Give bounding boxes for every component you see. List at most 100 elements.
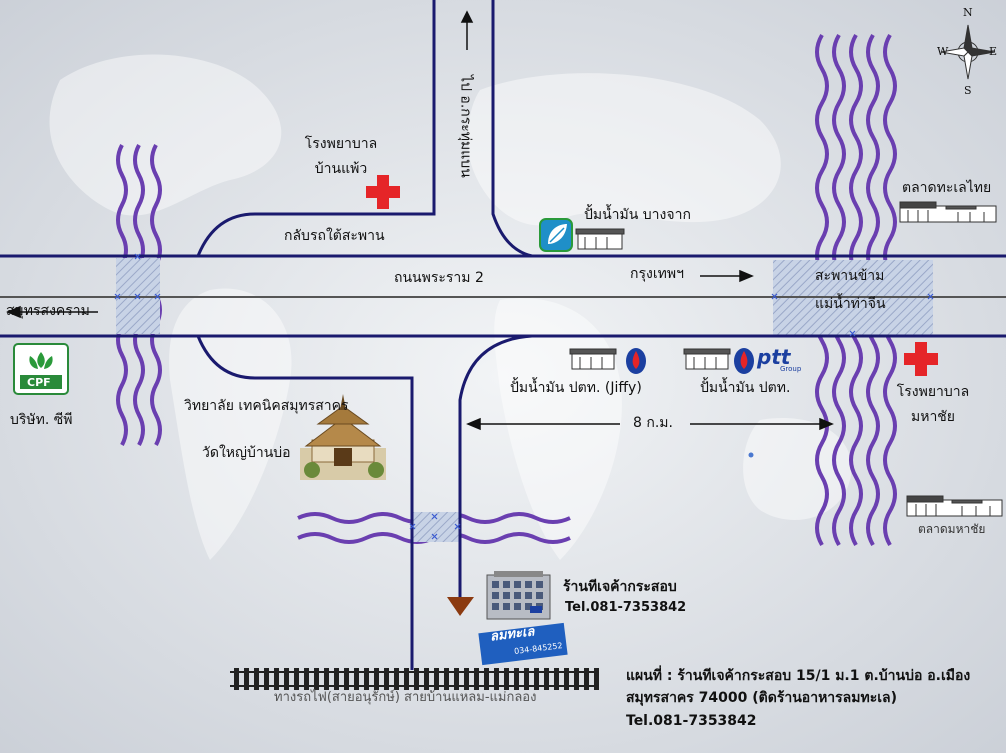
railway-tie: [474, 668, 479, 690]
footer-address-line2: สมุทรสาคร 74000 (ติดร้านอาหารลมทะเล): [626, 690, 897, 706]
shop-window: [492, 592, 499, 599]
shop-window: [525, 592, 532, 599]
railway-tie: [554, 668, 559, 690]
railway-tie: [344, 668, 349, 690]
market-building-icon: [906, 495, 1003, 517]
shop-window: [525, 603, 532, 610]
railway-tie: [504, 668, 509, 690]
railway-tie: [544, 668, 549, 690]
direction-label-bangkok: กรุงเทพฯ: [630, 266, 684, 282]
shop-name: ร้านทีเจค้ากระสอบ: [563, 579, 677, 595]
distance-label: 8 ก.ม.: [633, 415, 673, 431]
railway-tie: [294, 668, 299, 690]
railway-tie: [444, 668, 449, 690]
railway-tie: [414, 668, 419, 690]
shop-window: [514, 603, 521, 610]
shop-building-icon: [486, 571, 551, 620]
railway: [230, 668, 599, 690]
railway-tie: [314, 668, 319, 690]
railway-tie: [234, 668, 239, 690]
shop-tel: Tel.081-7353842: [565, 600, 687, 615]
shop-window: [492, 581, 499, 588]
shop-window: [514, 592, 521, 599]
railway-tie: [594, 668, 599, 690]
thai-seafood-market-label: ตลาดทะเลไทย: [902, 180, 992, 196]
railway-tie: [494, 668, 499, 690]
railway-tie: [454, 668, 459, 690]
gas-ptt-jiffy-label: ปั้มน้ำมัน ปตท. (Jiffy): [510, 380, 642, 396]
direction-label-krathum-baen: ไป อ.กระทุ่มแบน: [457, 75, 474, 178]
hospital-ban-phaeo-line1: โรงพยาบาล: [304, 136, 378, 152]
direction-label-samut-songkhram: สมุทรสงคราม: [6, 303, 90, 319]
bridge-label-line1: สะพานข้าม: [815, 268, 885, 284]
railway-tie: [304, 668, 309, 690]
shop-window: [536, 592, 543, 599]
gas-station-building-icon: [575, 228, 625, 250]
railway-tie: [284, 668, 289, 690]
hospital-ban-phaeo-line2: บ้านแพ้ว: [314, 160, 368, 177]
hospital-mahachai-label: โรงพยาบาล มหาชัย: [894, 384, 972, 426]
railway-tie: [334, 668, 339, 690]
railway-tie: [434, 668, 439, 690]
ptt-flame-logo-icon: [626, 348, 646, 374]
railway-tie: [354, 668, 359, 690]
mahachai-market-label: ตลาดมหาชัย: [918, 522, 986, 536]
railway-tie: [384, 668, 389, 690]
compass-west: W: [937, 45, 949, 58]
shop-window: [503, 603, 510, 610]
gas-station-building-icon: [569, 348, 617, 370]
compass-south: S: [964, 84, 972, 97]
shop-window: [503, 592, 510, 599]
gas-ptt-label: ปั้มน้ำมัน ปตท.: [700, 380, 791, 396]
direction-arrows: [6, 10, 834, 431]
bridge-canal-hatch: [412, 512, 460, 542]
hospital-icon: [904, 342, 938, 376]
ptt-logo-subtext: Group: [780, 365, 802, 373]
railway-tie: [564, 668, 569, 690]
railway-tie: [534, 668, 539, 690]
hospital-icon: [366, 175, 400, 209]
shop-window: [525, 581, 532, 588]
compass-east: E: [989, 45, 998, 58]
technical-college-label: วิทยาลัย เทคนิคสมุทรสาคร: [184, 398, 349, 414]
railway-tie: [274, 668, 279, 690]
market-building-icon: [899, 201, 997, 223]
railway-tie: [364, 668, 369, 690]
railway-tie: [524, 668, 529, 690]
hospital-ban-phaeo-label: โรงพยาบาล บ้านแพ้ว: [296, 136, 386, 178]
railway-tie: [424, 668, 429, 690]
wat-yai-ban-bo-label: วัดใหญ่บ้านบ่อ: [202, 445, 291, 461]
railway-tie: [374, 668, 379, 690]
railway-label: ทางรถไฟ(สายอนุรักษ์) สายบ้านแหลม-แม่กลอง: [274, 690, 537, 705]
gas-bangchak-label: ปั้มน้ำมัน บางจาก: [584, 207, 691, 223]
railway-tie: [324, 668, 329, 690]
compass-icon: [940, 24, 996, 80]
bangchak-logo-icon: [539, 218, 573, 252]
hospital-mahachai-line2: มหาชัย: [910, 408, 956, 425]
railway-tie: [404, 668, 409, 690]
roads: [0, 0, 1006, 670]
cpf-logo-text: CPF: [27, 376, 51, 389]
footer-tel: Tel.081-7353842: [626, 713, 757, 729]
gas-station-building-icon: [683, 348, 731, 370]
ptt-logo-text: ptt: [757, 345, 791, 369]
cpf-company-label: บริษัท. ซีพี: [10, 412, 73, 428]
railway-tie: [264, 668, 269, 690]
ptt-flame-logo-icon: [734, 348, 754, 374]
railway-tie: [464, 668, 469, 690]
railway-tie: [514, 668, 519, 690]
railway-tie: [394, 668, 399, 690]
shop-window: [492, 603, 499, 610]
railway-tie: [244, 668, 249, 690]
road-label-rama2: ถนนพระราม 2: [394, 270, 484, 286]
bridge-markers: [114, 253, 934, 540]
shop-window: [536, 581, 543, 588]
cpf-logo-icon: [13, 343, 69, 395]
footer-address-line1: แผนที่ : ร้านทีเจค้ากระสอบ 15/1 ม.1 ต.บ้…: [626, 668, 971, 684]
railway-tie: [484, 668, 489, 690]
shop-window: [503, 581, 510, 588]
hospital-mahachai-line1: โรงพยาบาล: [896, 384, 970, 400]
road-label-return-under-bridge: กลับรถใต้สะพาน: [284, 228, 385, 244]
shop-window: [514, 581, 521, 588]
